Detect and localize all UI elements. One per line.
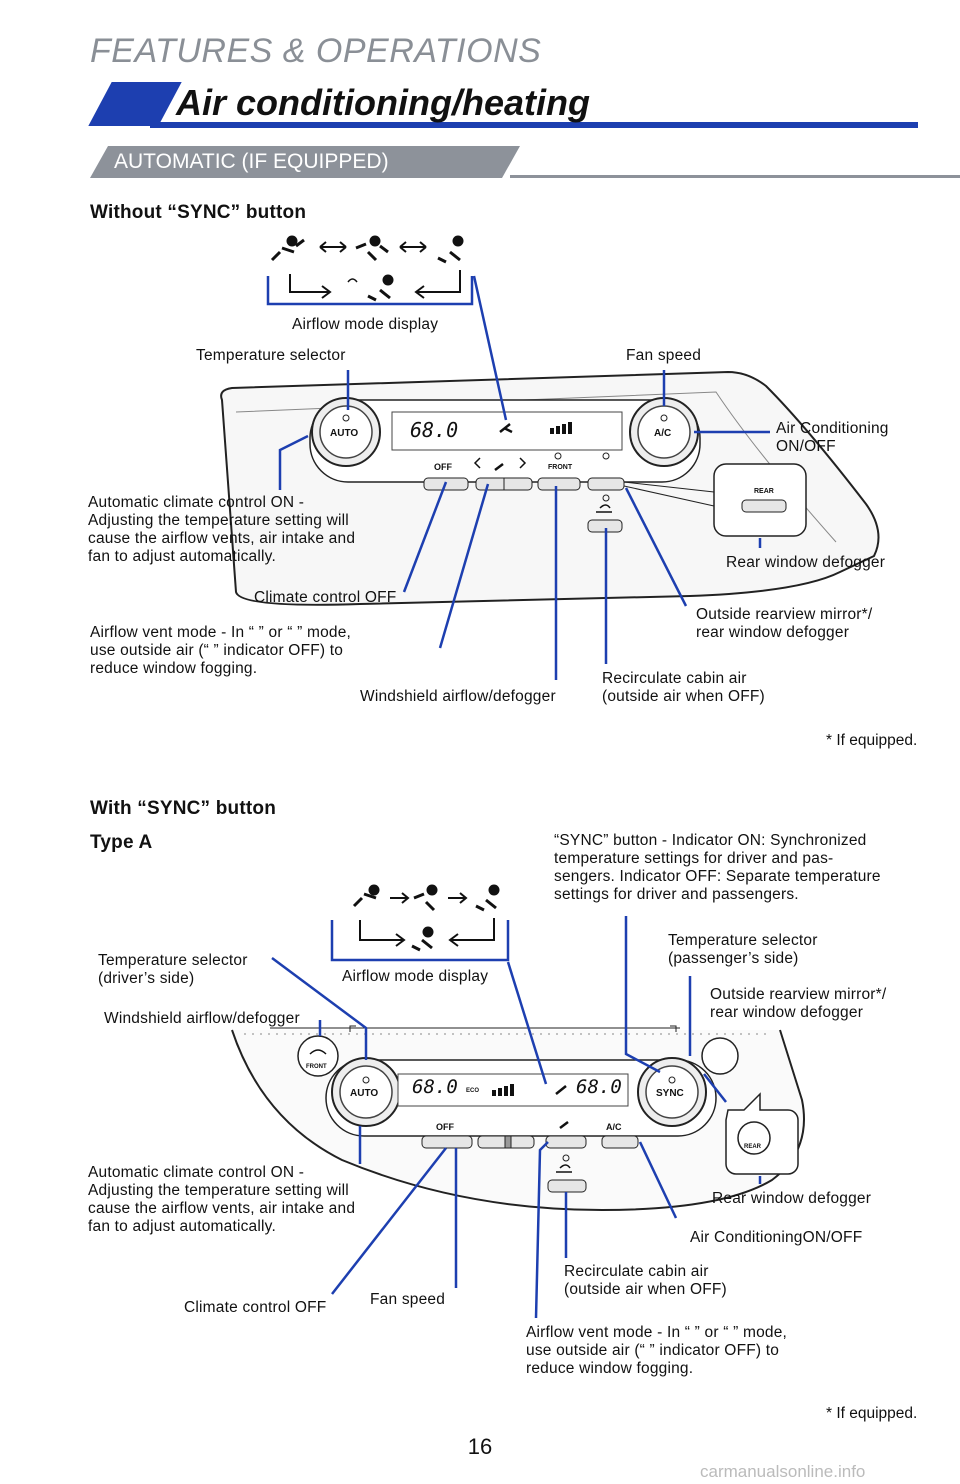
rear-button-1[interactable]: REAR xyxy=(754,488,774,495)
panel2-heading: With “SYNC” button xyxy=(90,798,277,819)
bilevel-icon-2 xyxy=(413,884,438,912)
title-bar xyxy=(0,82,960,128)
display-temp-1: 68.0 xyxy=(410,418,459,442)
label-airflow-mode-display: Airflow mode display xyxy=(292,316,439,333)
arrow-icon-2 xyxy=(448,892,468,904)
watermark: carmanualsonline.info xyxy=(700,1462,866,1481)
foot-vent-icon-2 xyxy=(475,884,500,912)
panel2-type: Type A xyxy=(90,832,153,853)
airflow-mode-icons-2 xyxy=(352,884,500,952)
auto-button-2[interactable]: AUTO xyxy=(350,1088,379,1099)
panel1-heading: Without “SYNC” button xyxy=(90,202,307,223)
label-rear-window-defogger: Rear window defogger xyxy=(726,554,886,571)
label-fan-speed: Fan speed xyxy=(626,347,702,364)
label-air-conditioning: Air Conditioning ON/OFF xyxy=(776,420,889,455)
ac-button-2[interactable]: A/C xyxy=(606,1122,622,1132)
label-outside-mirror: Outside rearview mirror*/ rear window de… xyxy=(696,606,873,641)
arrow-icon xyxy=(390,892,410,904)
label-fan-speed-2: Fan speed xyxy=(370,1291,446,1308)
label-temp-driver: Temperature selector (driver’s side) xyxy=(98,952,248,987)
sync-button[interactable]: SYNC xyxy=(656,1088,684,1099)
label-airflow-vent-mode: Airflow vent mode - In “ ” or “ ” mode, … xyxy=(90,624,352,677)
section-tab: AUTOMATIC (IF EQUIPPED) xyxy=(90,146,960,178)
label-rear-window-defogger-2: Rear window defogger xyxy=(712,1190,872,1207)
eco-indicator: ECO xyxy=(466,1088,480,1094)
label-airflow-mode-display-2: Airflow mode display xyxy=(342,968,489,985)
label-sync-desc: “SYNC” button - Indicator ON: Synchroniz… xyxy=(554,832,881,903)
ac-button-1[interactable]: A/C xyxy=(654,428,672,439)
label-temp-passenger: Temperature selector (passenger’s side) xyxy=(668,932,818,967)
off-button-1[interactable]: OFF xyxy=(434,462,452,472)
bilevel-icon xyxy=(355,235,389,262)
label-outside-mirror-2: Outside rearview mirror*/ rear window de… xyxy=(710,986,887,1021)
label-windshield-2: Windshield airflow/defogger xyxy=(104,1010,300,1027)
foot-defrost-icon xyxy=(347,274,394,302)
double-arrow-icon-2 xyxy=(399,241,427,253)
label-recirculate: Recirculate cabin air (outside air when … xyxy=(602,670,765,705)
page-title: Air conditioning/heating xyxy=(176,82,590,123)
page-number: 16 xyxy=(467,1434,493,1459)
front-button-2[interactable]: FRONT xyxy=(306,1064,327,1070)
foot-vent-icon xyxy=(437,235,464,264)
panel1-footnote: * If equipped. xyxy=(826,732,918,749)
label-auto-climate: Automatic climate control ON - Adjusting… xyxy=(88,494,356,565)
display-temp-right: 68.0 xyxy=(576,1076,622,1098)
rear-button-2[interactable]: REAR xyxy=(744,1144,762,1150)
label-air-conditioning-2: Air ConditioningON/OFF xyxy=(690,1229,863,1246)
auto-button-1[interactable]: AUTO xyxy=(330,428,359,439)
airflow-mode-icons xyxy=(270,235,464,302)
section-kicker: FEATURES & OPERATIONS xyxy=(90,32,542,70)
off-button-2[interactable]: OFF xyxy=(436,1122,454,1132)
title-rule xyxy=(150,122,918,128)
face-vent-icon-2 xyxy=(352,884,380,908)
double-arrow-icon xyxy=(319,241,347,253)
panel2-footnote: * If equipped. xyxy=(826,1405,918,1422)
label-climate-control-off-2: Climate control OFF xyxy=(184,1299,327,1316)
label-temperature-selector: Temperature selector xyxy=(196,347,346,364)
front-button-1[interactable]: FRONT xyxy=(548,464,573,471)
label-auto-climate-2: Automatic climate control ON - Adjusting… xyxy=(88,1164,356,1235)
label-windshield: Windshield airflow/defogger xyxy=(360,688,556,705)
foot-defrost-icon-2 xyxy=(411,926,434,952)
label-recirculate-2: Recirculate cabin air (outside air when … xyxy=(564,1263,727,1298)
label-airflow-vent-mode-2: Airflow vent mode - In “ ” or “ ” mode, … xyxy=(526,1324,788,1377)
section-tab-label: AUTOMATIC (IF EQUIPPED) xyxy=(114,150,389,173)
face-vent-icon xyxy=(270,235,305,262)
display-temp-left: 68.0 xyxy=(412,1076,458,1098)
label-climate-control-off: Climate control OFF xyxy=(254,589,397,606)
